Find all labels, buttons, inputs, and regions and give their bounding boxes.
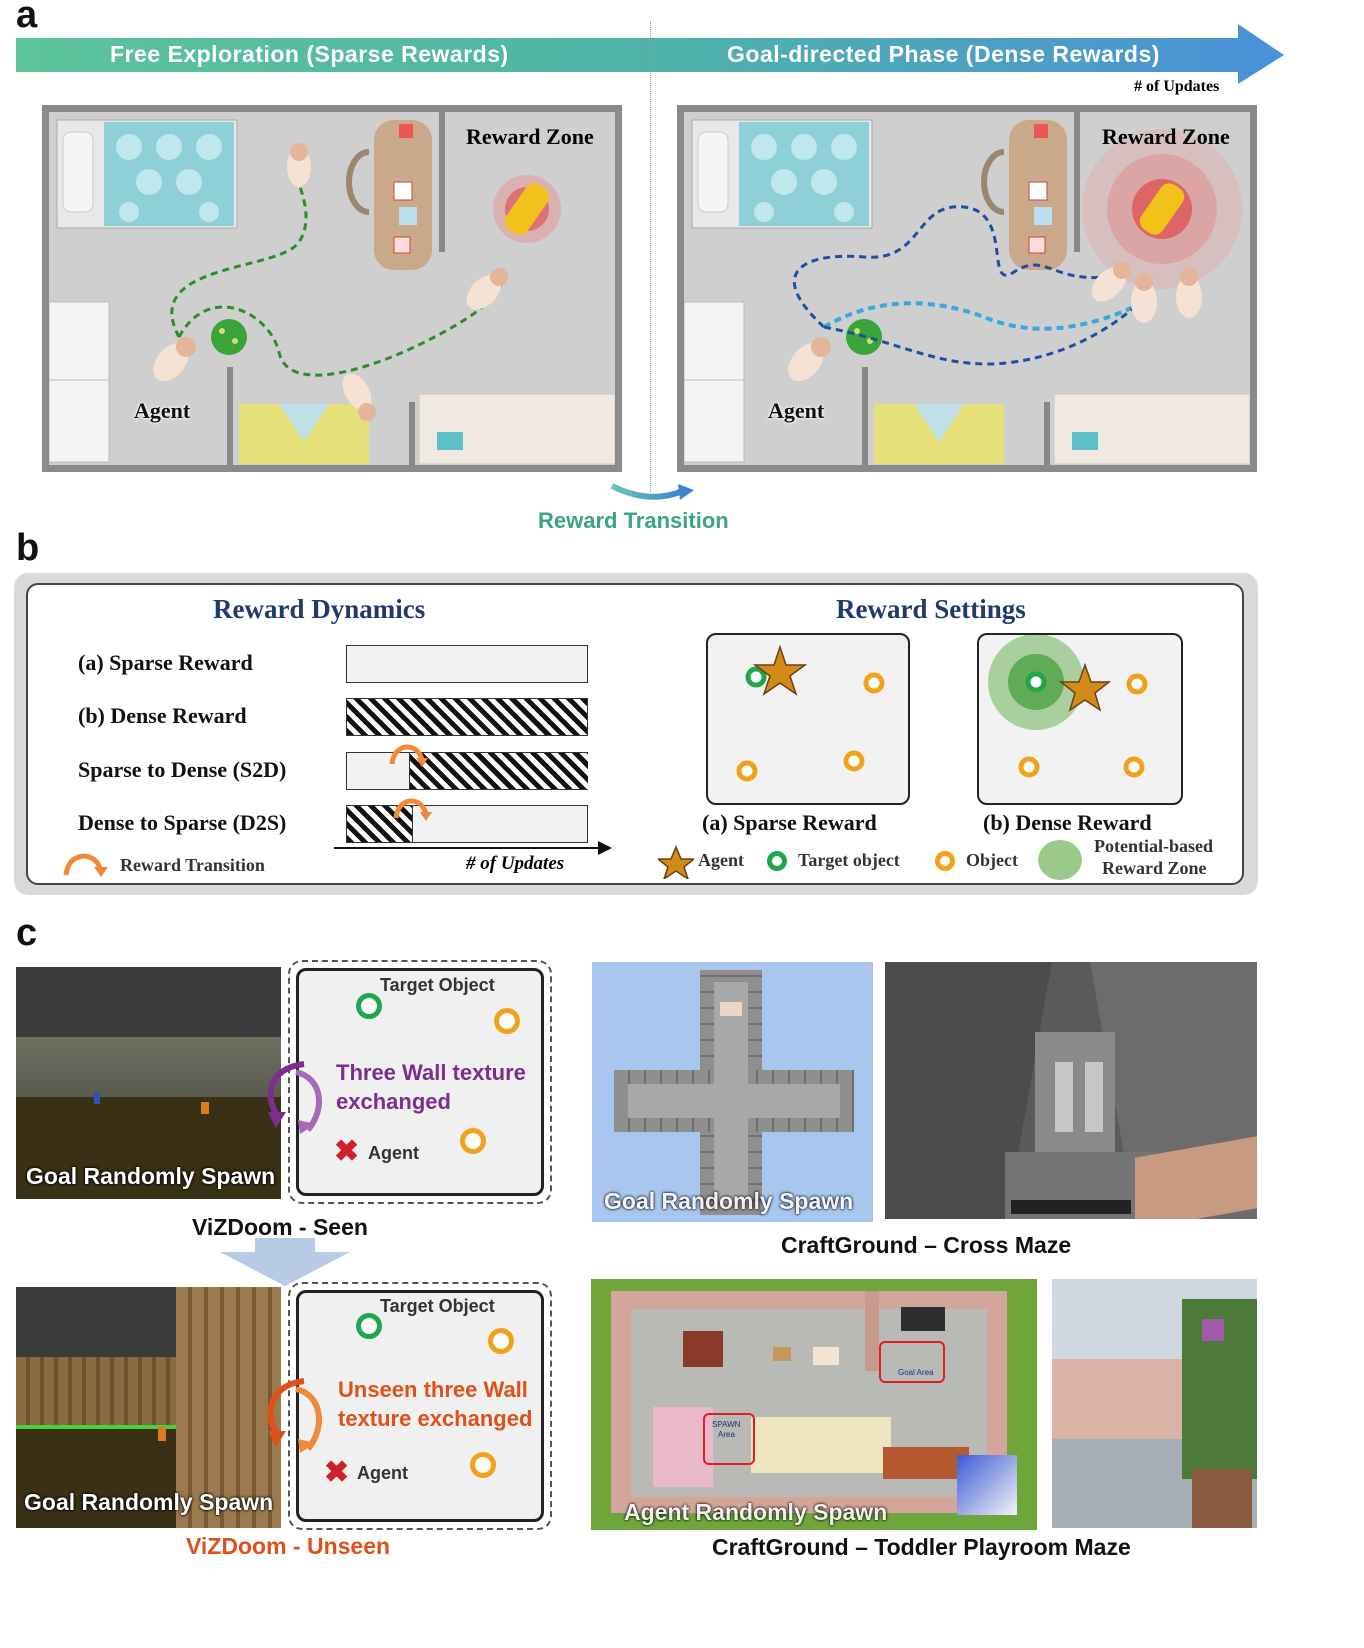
reward-zone-icon — [1038, 840, 1082, 880]
toddler-top-image — [591, 1279, 1037, 1530]
updates-label: # of Updates — [1134, 78, 1220, 95]
vizdoom-seen-object-icon — [494, 1008, 520, 1034]
left-reward-zone-label: Reward Zone — [466, 124, 594, 149]
dense-setting-box — [977, 633, 1183, 805]
panel-a-letter: a — [16, 0, 38, 36]
reward-transition-label: Reward Transition — [538, 508, 729, 533]
row-label-d2s: Dense to Sparse (D2S) — [78, 810, 287, 835]
left-agent-label: Agent — [134, 398, 191, 423]
toddler-caption: CraftGround – Toddler Playroom Maze — [712, 1534, 1131, 1560]
phase-right-label: Goal-directed Phase (Dense Rewards) — [727, 41, 1160, 67]
vizdoom-seen-swap-icon — [267, 1061, 323, 1134]
vizdoom-seen-target-icon — [356, 993, 382, 1019]
settings-title: Reward Settings — [836, 594, 1026, 624]
vizdoom-seen-swap-text-1: Three Wall texture — [336, 1060, 526, 1085]
legend-zone-line1: Potential-based — [1094, 836, 1213, 856]
right-room-scene — [684, 112, 1250, 465]
axis-label: # of Updates — [466, 853, 565, 874]
legend-object: Object — [966, 850, 1018, 870]
dense-caption: (b) Dense Reward — [983, 810, 1152, 835]
vizdoom-seen-schematic — [296, 968, 544, 1196]
left-room-scene — [49, 112, 615, 465]
transition-arrow-icon — [610, 483, 694, 500]
vizdoom-seen-schematic-frame — [288, 960, 552, 1204]
target-ring-icon — [767, 851, 787, 871]
sparse-setting-box — [706, 633, 910, 805]
right-room — [677, 105, 1257, 472]
cross-maze-spawn-label: Goal Randomly Spawn — [604, 1188, 854, 1214]
phase-divider — [650, 22, 651, 492]
vizdoom-unseen-caption: ViZDoom - Unseen — [186, 1533, 391, 1559]
vizdoom-unseen-spawn-label: Goal Randomly Spawn — [24, 1489, 274, 1515]
updates-axis — [334, 841, 612, 855]
phase-left-label: Free Exploration (Sparse Rewards) — [110, 41, 509, 67]
cross-maze-caption: CraftGround – Cross Maze — [781, 1232, 1072, 1258]
bar-dense — [346, 698, 588, 736]
vizdoom-unseen-agent-icon: ✖ — [324, 1456, 350, 1489]
bar-s2d-hatch — [409, 753, 588, 789]
transition-legend-label: Reward Transition — [120, 855, 265, 875]
sparse-caption: (a) Sparse Reward — [702, 810, 877, 835]
row-label-dense: (b) Dense Reward — [78, 703, 247, 728]
agent-star-icon — [658, 845, 694, 879]
dynamics-title: Reward Dynamics — [213, 594, 426, 624]
cross-maze-fpv-image — [885, 962, 1257, 1219]
toddler-fpv-image — [1052, 1279, 1257, 1528]
row-label-s2d: Sparse to Dense (S2D) — [78, 757, 287, 782]
dense-setting-scene — [988, 634, 1148, 778]
vizdoom-seen-agent-label: Agent — [368, 1143, 419, 1163]
panel-b-letter: b — [16, 527, 40, 569]
goal-area-label: Goal Area — [898, 1368, 934, 1377]
bar-d2s — [346, 805, 588, 843]
panel-c-letter: c — [16, 912, 38, 954]
bar-s2d — [346, 752, 588, 790]
vizdoom-unseen-object-icon — [488, 1328, 514, 1354]
vizdoom-seen-swap-text-2: exchanged — [336, 1089, 451, 1114]
cross-maze-top-image — [592, 962, 873, 1222]
s2d-transition-icon — [389, 744, 428, 767]
vizdoom-unseen-swap-text-1: Unseen three Wall — [338, 1377, 528, 1402]
vizdoom-unseen-swap-icon — [267, 1378, 323, 1453]
vizdoom-unseen-image — [16, 1287, 281, 1528]
spawn-area-label-2: Area — [718, 1430, 735, 1439]
bar-d2s-hatch — [347, 806, 413, 842]
toddler-spawn-label: Agent Randomly Spawn — [624, 1499, 888, 1525]
vizdoom-seen-caption: ViZDoom - Seen — [192, 1214, 368, 1240]
vizdoom-unseen-swap-text-2: texture exchanged — [338, 1406, 533, 1431]
vizdoom-seen-target-label: Target Object — [380, 975, 495, 995]
vizdoom-unseen-object-icon-2 — [470, 1452, 496, 1478]
right-reward-zone-label: Reward Zone — [1102, 124, 1230, 149]
vizdoom-seen-image — [16, 967, 281, 1199]
bar-dense-hatch — [347, 699, 587, 735]
vizdoom-seen-spawn-label: Goal Randomly Spawn — [26, 1163, 276, 1189]
sparse-setting-scene — [736, 644, 885, 782]
vizdoom-seen-object-icon-2 — [460, 1128, 486, 1154]
vizdoom-unseen-schematic-frame — [288, 1282, 552, 1530]
legend-target: Target object — [798, 850, 900, 870]
spawn-area-label-1: SPAWN — [712, 1420, 741, 1429]
left-room — [42, 105, 622, 472]
legend-agent: Agent — [698, 850, 744, 870]
vizdoom-unseen-target-icon — [356, 1313, 382, 1339]
object-ring-icon — [935, 851, 955, 871]
right-agent-label: Agent — [768, 398, 825, 423]
seen-to-unseen-arrow-icon — [220, 1238, 350, 1286]
d2s-transition-icon — [393, 798, 432, 821]
row-label-sparse: (a) Sparse Reward — [78, 650, 253, 675]
vizdoom-unseen-agent-label: Agent — [357, 1463, 408, 1483]
transition-legend-icon — [63, 853, 108, 877]
vizdoom-unseen-target-label: Target Object — [380, 1296, 495, 1316]
legend-zone-line2: Reward Zone — [1102, 858, 1207, 878]
vizdoom-seen-agent-icon: ✖ — [334, 1135, 360, 1168]
bar-sparse — [346, 645, 588, 683]
